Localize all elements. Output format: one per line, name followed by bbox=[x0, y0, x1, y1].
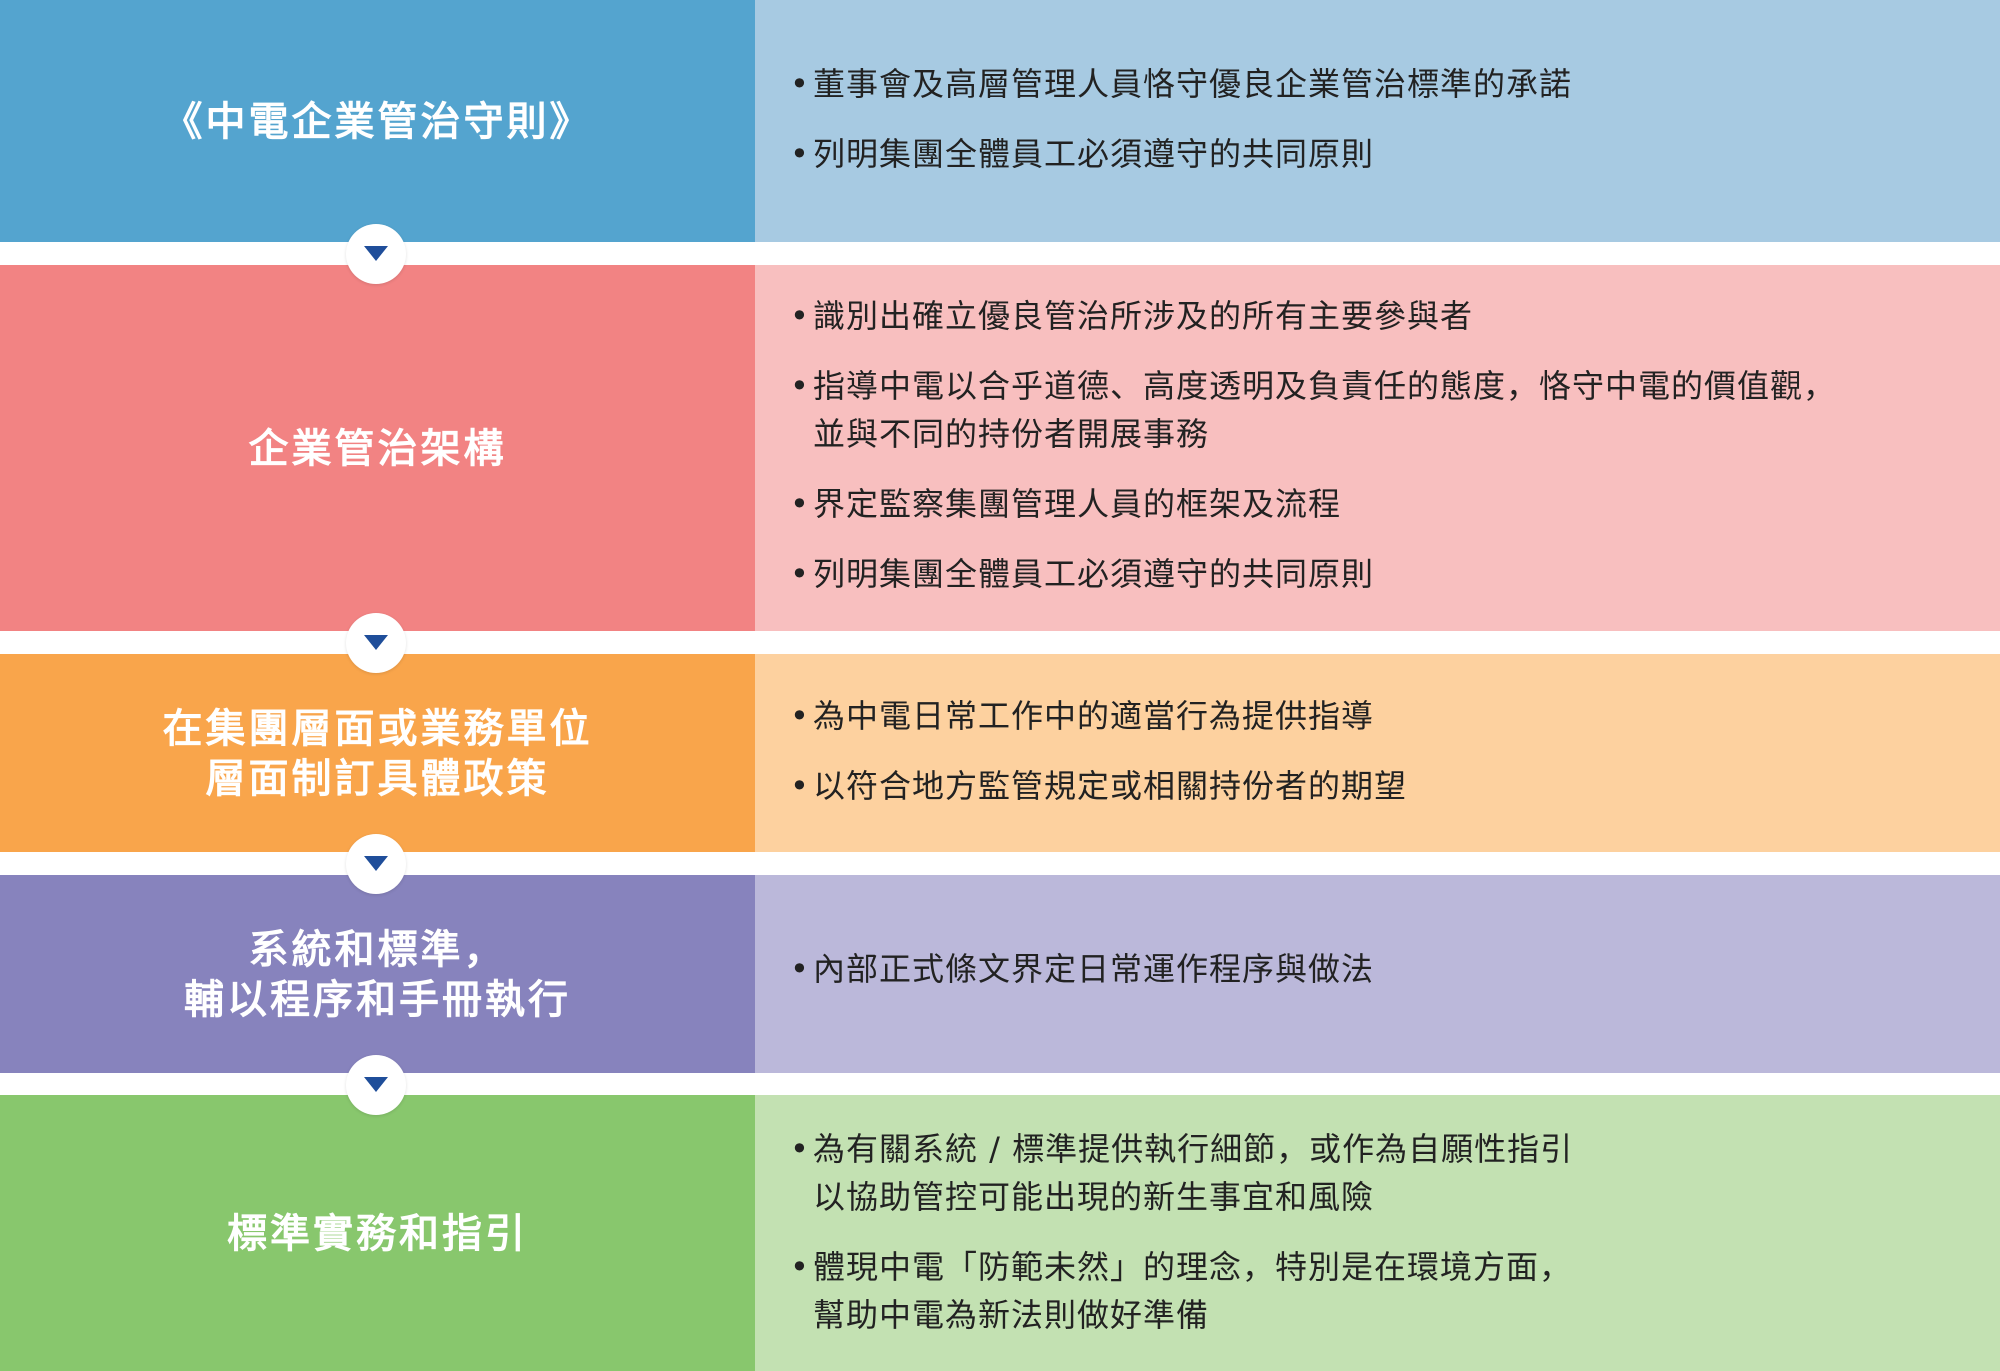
bullet-text: 識別出確立優良管治所涉及的所有主要參與者 bbox=[813, 297, 1474, 335]
bullet-dot: • bbox=[790, 65, 809, 103]
bullet-dot: • bbox=[790, 1248, 809, 1286]
row-specific-policies: 在集團層面或業務單位 層面制訂具體政策 • 為中電日常工作中的適當行為提供指導 … bbox=[0, 654, 2000, 852]
row-systems-and-standards: 系統和標準， 輔以程序和手冊執行 • 內部正式條文界定日常運作程序與做法 bbox=[0, 875, 2000, 1073]
bullet-text: 幫助中電為新法則做好準備 bbox=[813, 1296, 1210, 1334]
bullet-dot: • bbox=[790, 297, 809, 335]
bullet-text: 指導中電以合乎道德、高度透明及負責任的態度，恪守中電的價值觀， bbox=[813, 367, 1837, 405]
bullet-text: 列明集團全體員工必須遵守的共同原則 bbox=[813, 135, 1375, 173]
chevron-down-icon bbox=[364, 635, 388, 650]
bullet-dot: • bbox=[790, 555, 809, 593]
connector-arrow bbox=[346, 1055, 406, 1115]
row-content-box bbox=[755, 265, 2000, 631]
connector-arrow bbox=[346, 224, 406, 284]
row-title-box: 企業管治架構 bbox=[0, 265, 755, 631]
bullet-dot: • bbox=[790, 485, 809, 523]
row-title: 標準實務和指引 bbox=[227, 1211, 528, 1257]
row-title-box: 在集團層面或業務單位 層面制訂具體政策 bbox=[0, 654, 755, 852]
row-content-box bbox=[755, 0, 2000, 242]
row-content-box bbox=[755, 875, 2000, 1073]
row-title: 輔以程序和手冊執行 bbox=[184, 977, 571, 1023]
chevron-down-icon bbox=[364, 246, 388, 261]
row-title: 企業管治架構 bbox=[248, 426, 507, 472]
bullet-text: 界定監察集團管理人員的框架及流程 bbox=[813, 485, 1342, 523]
row-title: 層面制訂具體政策 bbox=[205, 756, 550, 802]
bullet-dot: • bbox=[790, 767, 809, 805]
bullet-text: 內部正式條文界定日常運作程序與做法 bbox=[813, 950, 1375, 988]
row-title-box: 系統和標準， 輔以程序和手冊執行 bbox=[0, 875, 755, 1073]
bullet-text: 體現中電「防範未然」的理念，特別是在環境方面， bbox=[813, 1248, 1573, 1286]
row-title: 在集團層面或業務單位 bbox=[162, 706, 593, 752]
bullet-dot: • bbox=[790, 697, 809, 735]
bullet-dot: • bbox=[790, 1130, 809, 1168]
bullet-dot: • bbox=[790, 950, 809, 988]
row-title: 《中電企業管治守則》 bbox=[162, 99, 593, 145]
bullet-text: 並與不同的持份者開展事務 bbox=[813, 415, 1210, 453]
bullet-text: 為有關系統 / 標準提供執行細節，或作為自願性指引 bbox=[813, 1130, 1574, 1168]
row-standard-practices: 標準實務和指引 • 為有關系統 / 標準提供執行細節，或作為自願性指引 以協助管… bbox=[0, 1095, 2000, 1371]
row-content-box bbox=[755, 1095, 2000, 1371]
bullet-text: 為中電日常工作中的適當行為提供指導 bbox=[813, 697, 1375, 735]
row-title: 系統和標準， bbox=[248, 927, 507, 973]
chevron-down-icon bbox=[364, 1077, 388, 1092]
row-title-box: 標準實務和指引 bbox=[0, 1095, 755, 1371]
bullet-dot: • bbox=[790, 367, 809, 405]
row-content-box bbox=[755, 654, 2000, 852]
connector-arrow bbox=[346, 613, 406, 673]
bullet-dot: • bbox=[790, 135, 809, 173]
row-corporate-governance-code: 《中電企業管治守則》 • 董事會及高層管理人員恪守優良企業管治標準的承諾 • 列… bbox=[0, 0, 2000, 242]
bullet-text: 董事會及高層管理人員恪守優良企業管治標準的承諾 bbox=[813, 65, 1573, 103]
row-title-box: 《中電企業管治守則》 bbox=[0, 0, 755, 242]
connector-arrow bbox=[346, 834, 406, 894]
bullet-text: 列明集團全體員工必須遵守的共同原則 bbox=[813, 555, 1375, 593]
chevron-down-icon bbox=[364, 856, 388, 871]
row-governance-framework: 企業管治架構 • 識別出確立優良管治所涉及的所有主要參與者 • 指導中電以合乎道… bbox=[0, 265, 2000, 631]
bullet-text: 以協助管控可能出現的新生事宜和風險 bbox=[813, 1178, 1375, 1216]
bullet-text: 以符合地方監管規定或相關持份者的期望 bbox=[813, 767, 1408, 805]
